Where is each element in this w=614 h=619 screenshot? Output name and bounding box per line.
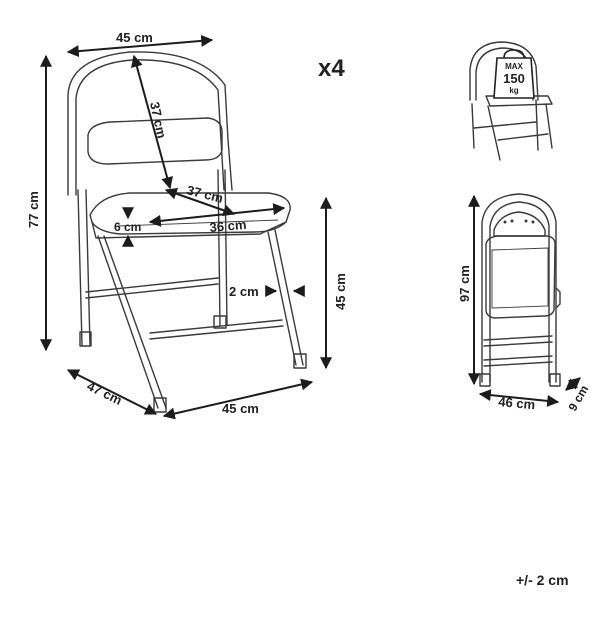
folded-width-label: 46 cm (498, 394, 536, 412)
backrest-height-label: 37 cm (147, 101, 169, 140)
folded-height-label: 97 cm (457, 265, 472, 302)
main-chair-drawing (67, 51, 307, 413)
seat-width-label: 36 cm (209, 217, 247, 235)
folded-chair-drawing (479, 193, 561, 387)
leg-offset-label: 2 cm (229, 284, 259, 299)
quantity-label: x4 (318, 55, 345, 82)
folded-chair-dimension-lines (468, 194, 581, 407)
weight-badge-unit: kg (509, 86, 518, 95)
weight-badge-value: 150 (503, 71, 525, 86)
tolerance-note: +/- 2 cm (516, 572, 569, 588)
base-width-label: 45 cm (222, 401, 259, 416)
base-depth-label: 47 cm (85, 378, 125, 408)
top-width-label: 45 cm (116, 30, 153, 45)
weight-badge: MAX 150 kg (493, 49, 535, 99)
total-height-label: 77 cm (26, 191, 41, 228)
weight-badge-max: MAX (505, 62, 523, 71)
main-chair-dimension-lines (40, 34, 332, 420)
seat-height-label: 45 cm (333, 273, 348, 310)
seat-thickness-label: 6 cm (114, 220, 141, 234)
